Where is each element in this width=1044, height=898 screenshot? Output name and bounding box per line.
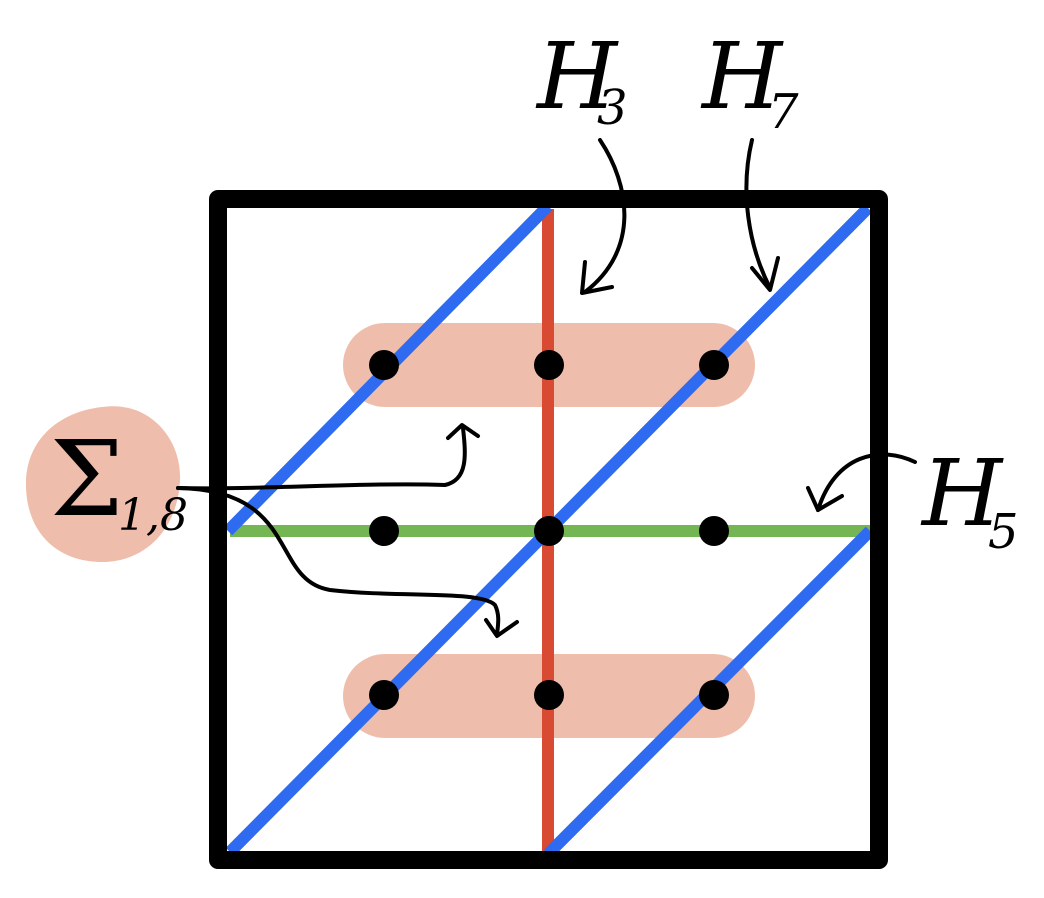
grid-point (699, 516, 729, 546)
label-sigma-sub: 1,8 (118, 490, 188, 541)
grid-point (369, 680, 399, 710)
label-sigma-main: Σ (50, 418, 124, 540)
grid-point (534, 516, 564, 546)
label-h3-main: H (535, 23, 619, 130)
label-h3: H 3 (535, 23, 628, 136)
label-sigma: Σ 1,8 (50, 418, 188, 541)
label-h5-sub: 5 (988, 504, 1019, 560)
annotation-arrows (176, 138, 917, 638)
label-h7-sub: 7 (768, 84, 799, 140)
grid-point (369, 516, 399, 546)
grid-point (534, 680, 564, 710)
sigma-arrow-to-bottom-band-icon (176, 486, 501, 637)
grid-point (699, 680, 729, 710)
label-h7-main: H (700, 23, 784, 130)
grid-point (369, 350, 399, 380)
h7-arrowhead-icon (750, 256, 780, 292)
sigma-highlight-blob (25, 406, 181, 563)
h3-arrowhead-icon (580, 260, 614, 295)
sigma-arrow-bottom-arrowhead-icon (484, 618, 519, 638)
label-h5: H 5 (920, 440, 1019, 560)
sigma-arrow-to-top-band-icon (176, 426, 467, 491)
grid-point (699, 350, 729, 380)
square-frame (209, 190, 888, 869)
grid-points (369, 350, 729, 710)
h7-arrow-icon (744, 138, 772, 290)
h5-arrow-icon (816, 452, 917, 512)
grid-point (534, 350, 564, 380)
sigma-arrow-top-arrowhead-icon (446, 423, 480, 440)
label-h5-main: H (920, 440, 1004, 547)
h3-arrow-icon (583, 138, 627, 294)
label-h3-sub: 3 (597, 80, 628, 136)
h5-arrowhead-icon (806, 486, 844, 512)
label-h7: H 7 (700, 23, 799, 140)
